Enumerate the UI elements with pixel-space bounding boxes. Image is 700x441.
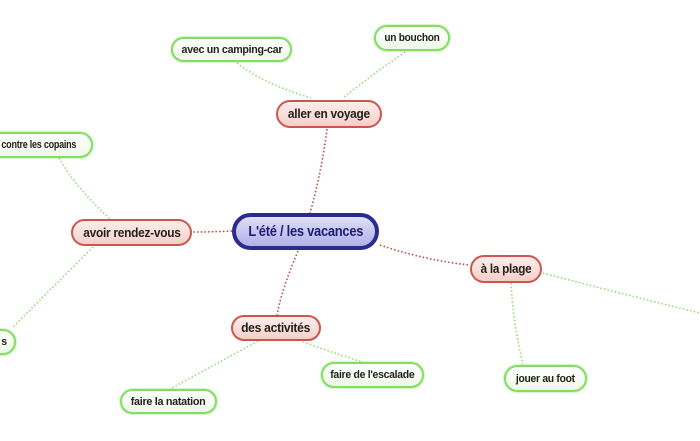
- node-contre-les-copains[interactable]: contre les copains: [0, 132, 93, 158]
- node-partial-left-label: s: [1, 336, 7, 348]
- node-a-la-plage[interactable]: à la plage: [470, 255, 542, 283]
- edge-center-plage: [379, 244, 470, 266]
- node-jouer-au-foot[interactable]: jouer au foot: [504, 365, 587, 392]
- edge-center-rendezvous: [192, 230, 233, 233]
- edge-center-voyage: [309, 128, 328, 214]
- node-faire-de-l-escalade-label: faire de l'escalade: [330, 369, 415, 381]
- node-a-la-plage-label: à la plage: [480, 262, 532, 276]
- node-center[interactable]: L'été / les vacances: [232, 213, 379, 250]
- node-avoir-rendez-vous[interactable]: avoir rendez-vous: [71, 219, 192, 246]
- edge-plage-offscreen: [542, 272, 700, 314]
- node-faire-la-natation[interactable]: faire la natation: [120, 389, 217, 414]
- node-aller-en-voyage[interactable]: aller en voyage: [276, 100, 382, 128]
- edge-activites-escalade: [302, 341, 363, 363]
- node-faire-de-l-escalade[interactable]: faire de l'escalade: [321, 362, 424, 388]
- edge-rendezvous-copains: [58, 157, 111, 220]
- node-avec-un-camping-car-label: avec un camping-car: [181, 43, 282, 56]
- edge-plage-foot: [510, 282, 524, 365]
- node-avec-un-camping-car[interactable]: avec un camping-car: [171, 37, 292, 62]
- edge-activites-natation: [171, 340, 259, 389]
- node-jouer-au-foot-label: jouer au foot: [516, 372, 575, 385]
- node-partial-left[interactable]: s: [0, 329, 16, 355]
- node-des-activites[interactable]: des activités: [231, 315, 321, 341]
- node-aller-en-voyage-label: aller en voyage: [288, 107, 370, 121]
- node-un-bouchon[interactable]: un bouchon: [374, 25, 450, 51]
- node-faire-la-natation-label: faire la natation: [131, 395, 206, 408]
- node-center-label: L'été / les vacances: [248, 223, 363, 240]
- node-contre-les-copains-label: contre les copains: [1, 139, 76, 151]
- node-un-bouchon-label: un bouchon: [384, 32, 440, 44]
- edge-voyage-camping: [236, 62, 312, 99]
- edge-voyage-bouchon: [342, 51, 406, 99]
- node-des-activites-label: des activités: [241, 321, 311, 335]
- edge-rendezvous-partial: [11, 246, 94, 329]
- node-avoir-rendez-vous-label: avoir rendez-vous: [82, 225, 181, 240]
- edge-center-activites: [276, 250, 299, 317]
